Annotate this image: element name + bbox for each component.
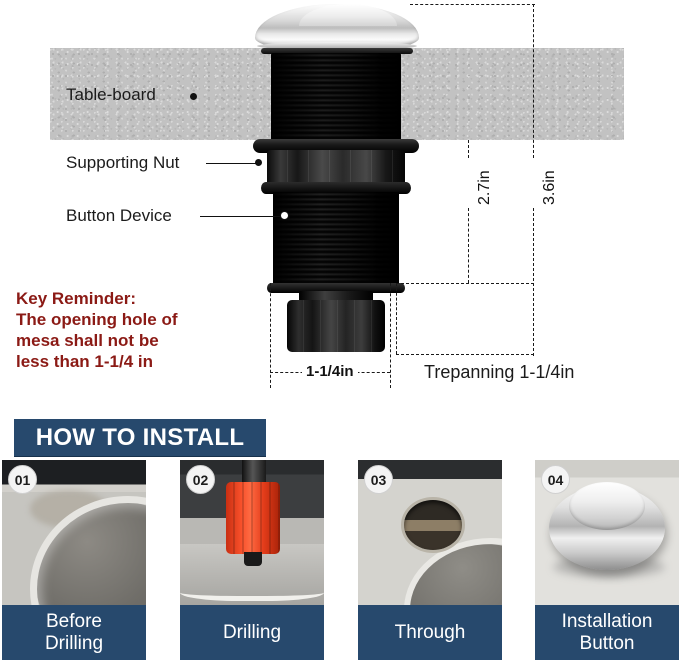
step-badge-02: 02 [186,465,215,494]
trepanning-box-top [396,283,534,284]
step-badge-04: 04 [541,465,570,494]
dimension-label-2-7in: 2.7in [476,167,494,208]
callout-label-supporting-nut: Supporting Nut [66,153,180,172]
supporting-nut-body [267,150,405,185]
install-step-card-02: 02 Drilling [180,460,324,660]
step-caption-01: Before Drilling [2,605,146,660]
bottom-hex-nut [287,300,385,352]
trepanning-box-left [396,283,397,354]
key-reminder-line-3: mesa shall not be [16,331,159,351]
how-to-install-section: HOW TO INSTALL 01 Before Drilling 02 [0,410,679,668]
install-step-card-03: 03 Through [358,460,502,660]
dimension-label-1-1-4in: 1-1/4in [302,363,358,380]
step-caption-03: Through [358,605,502,660]
dimension-line-outer-lower [533,208,534,356]
installation-diagram: Table-board Supporting Nut Button Device… [16,0,624,388]
table-board-marker-dot [190,93,197,100]
step-caption-04: Installation Button [535,605,679,660]
dimension-top-reference-line [410,4,535,5]
install-step-card-04: 04 Installation Button [535,460,679,660]
step-caption-03-line1: Through [394,621,466,643]
nut-collar [261,182,411,194]
dimension-label-3-6in: 3.6in [541,167,559,208]
step-badge-01: 01 [8,465,37,494]
step-photo-before-drilling [2,460,146,605]
step-caption-04-line2: Button [579,632,635,654]
step-caption-02-line1: Drilling [222,621,282,643]
lower-threaded-barrel [273,192,399,286]
barrel-shoulder [267,283,405,293]
step-badge-03: 03 [364,465,393,494]
step-caption-01-line2: Drilling [44,632,104,654]
push-button-device-illustration [243,0,428,352]
trepanning-box-bottom [396,354,534,355]
step-caption-04-line1: Installation [561,611,653,633]
install-step-card-01: 01 Before Drilling [2,460,146,660]
width-dimension-right-extension [390,283,391,388]
chrome-cap-highlight [299,4,397,26]
dimension-line-outer-upper [533,4,534,158]
cap-gasket [261,48,413,54]
callout-label-button-device: Button Device [66,206,172,225]
leader-line-supporting-nut [206,163,258,164]
key-reminder-line-1: Key Reminder: [16,289,136,308]
key-reminder-line-2: The opening hole of [16,310,178,330]
step-photo-through [358,460,502,605]
chrome-ring [257,42,417,50]
step-caption-02: Drilling [180,605,324,660]
how-to-install-banner: HOW TO INSTALL [14,419,266,456]
trepanning-label: Trepanning 1-1/4in [424,362,575,382]
leader-line-button-device [200,216,282,217]
key-reminder-line-4: less than 1-1/4 in [16,352,153,372]
flange-washer [253,139,419,153]
step-photo-installation-button [535,460,679,605]
button-device-marker-dot [280,211,289,220]
upper-threaded-barrel [271,53,401,141]
key-reminder-block: Key Reminder: The opening hole of mesa s… [16,288,177,372]
width-dimension-left-extension [270,283,271,388]
supporting-nut-marker-dot [255,159,262,166]
step-caption-01-line1: Before [46,611,102,633]
dimension-line-inner-upper [468,140,469,158]
dimension-line-inner-lower [468,208,469,283]
callout-label-table-board: Table-board [66,85,156,104]
